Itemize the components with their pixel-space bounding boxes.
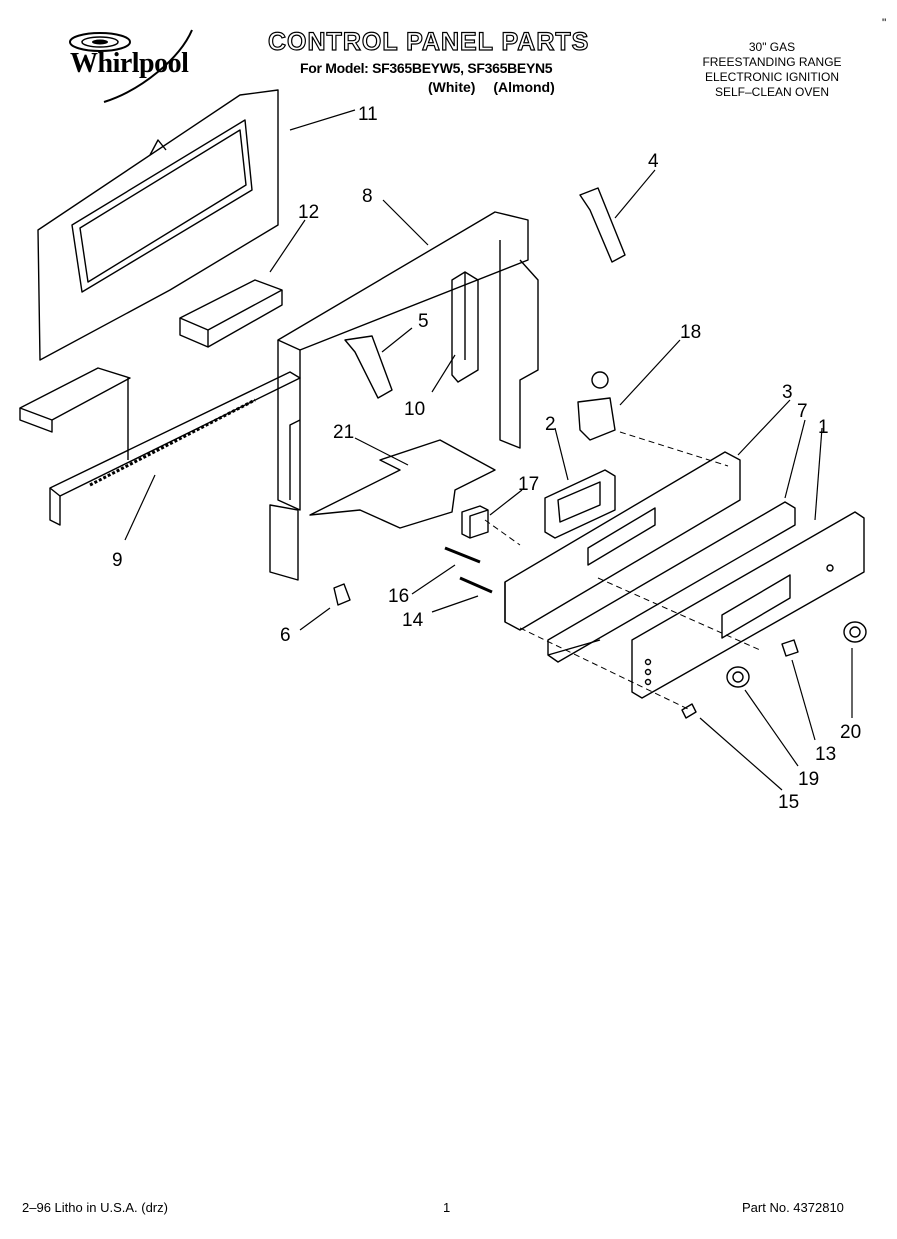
callout-7: 7 (797, 401, 808, 422)
page-number: 1 (443, 1200, 451, 1215)
part-9-vented-bracket (19, 367, 301, 526)
spec-line: 30" GAS (748, 40, 796, 54)
callout-13: 13 (815, 744, 836, 765)
leader-lines (124, 109, 853, 791)
callout-2: 2 (545, 414, 556, 435)
part-1-front-panel (631, 511, 865, 699)
callout-6: 6 (280, 625, 291, 646)
spec-line: ELECTRONIC IGNITION (704, 70, 839, 84)
part-12-bracket (179, 279, 283, 348)
part-17-switch (461, 505, 489, 539)
callout-21: 21 (333, 422, 354, 443)
callout-9: 9 (112, 550, 123, 571)
part-10-channel (451, 271, 479, 383)
callout-10: 10 (404, 399, 425, 420)
model-numbers: For Model: SF365BEYW5, SF365BEYN5 (300, 60, 553, 76)
spec-line: FREESTANDING RANGE (702, 55, 842, 69)
part-20-knob (843, 621, 867, 643)
callout-19: 19 (798, 769, 819, 790)
callout-15: 15 (778, 792, 799, 813)
spec-line: SELF–CLEAN OVEN (714, 85, 830, 99)
part-15-button (681, 703, 697, 719)
color-white: (White) (428, 79, 476, 95)
corner-mark: " (882, 16, 887, 30)
color-almond: (Almond) (493, 79, 555, 95)
part-4-end-cap (579, 187, 626, 263)
whirlpool-logo-swirl (69, 29, 193, 103)
part-3-inner-panel (504, 451, 741, 631)
part-19-knob (726, 666, 750, 688)
part-number: Part No. 4372810 (742, 1200, 844, 1215)
part-16-screw (444, 546, 481, 564)
part-14-screw (459, 576, 493, 594)
part-8-control-frame (269, 211, 539, 581)
part-2-display-module (544, 469, 616, 539)
part-11-rear-panel (37, 89, 279, 361)
part-21-shield (309, 439, 496, 529)
callout-14: 14 (402, 610, 424, 631)
callout-1: 1 (818, 417, 829, 438)
part-18-igniter (577, 371, 616, 441)
callout-17: 17 (518, 474, 539, 495)
litho-note: 2–96 Litho in U.S.A. (drz) (22, 1200, 168, 1215)
page-title: CONTROL PANEL PARTS (267, 27, 590, 56)
product-spec: 30" GAS FREESTANDING RANGE ELECTRONIC IG… (672, 40, 872, 100)
brand-logo-text: Whirlpool (70, 48, 189, 79)
model-colors: (White) (Almond) (428, 79, 569, 95)
callout-20: 20 (840, 722, 861, 743)
part-5-brace (344, 335, 393, 399)
callout-18: 18 (680, 322, 701, 343)
part-13-button (781, 639, 799, 657)
callout-5: 5 (418, 311, 429, 332)
assembly-lines (484, 431, 761, 711)
callout-16: 16 (388, 586, 409, 607)
callout-11: 11 (358, 104, 378, 125)
callout-12: 12 (298, 202, 319, 223)
part-6-clip (333, 583, 351, 606)
callout-numbers: 1 2 3 4 5 6 7 8 9 10 11 12 13 14 15 16 1… (112, 104, 861, 813)
callout-4: 4 (648, 151, 659, 172)
callout-8: 8 (362, 186, 373, 207)
callout-3: 3 (782, 382, 793, 403)
part-7-spacer (547, 501, 796, 663)
